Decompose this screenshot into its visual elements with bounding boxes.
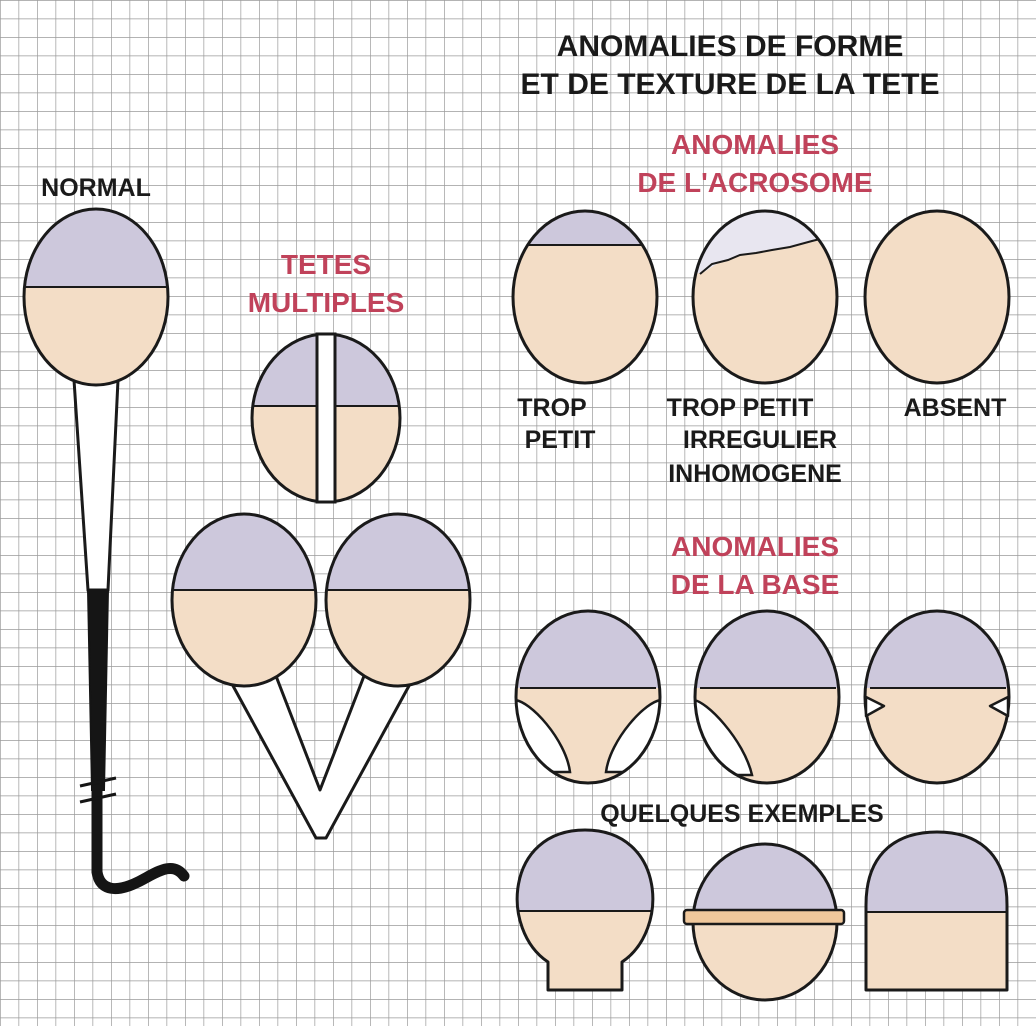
example-head-2-band bbox=[682, 908, 846, 926]
label-irregulier: IRREGULIER bbox=[683, 426, 837, 454]
normal-tail bbox=[86, 589, 110, 791]
label-trop: TROP bbox=[517, 394, 586, 422]
title-line-1: ANOMALIES DE FORME bbox=[557, 30, 904, 63]
examples-label: QUELQUES EXEMPLES bbox=[600, 800, 883, 828]
break-mark-2 bbox=[79, 792, 117, 804]
label-absent: ABSENT bbox=[904, 394, 1007, 422]
split-divider bbox=[315, 332, 337, 504]
label-trop-petit: TROP PETIT bbox=[667, 394, 814, 422]
normal-tail-end bbox=[91, 784, 190, 894]
acrosome-heading-2: DE L'ACROSOME bbox=[637, 167, 872, 198]
break-mark-1 bbox=[79, 776, 117, 788]
example-head-3 bbox=[864, 830, 1009, 992]
example-head-1 bbox=[515, 828, 655, 992]
acrosome-heading-1: ANOMALIES bbox=[671, 129, 839, 160]
label-petit: PETIT bbox=[525, 426, 596, 454]
base-heading-2: DE LA BASE bbox=[671, 569, 840, 600]
notch-right bbox=[988, 695, 1010, 718]
multiple-heads-heading-1: TETES bbox=[281, 249, 371, 280]
base-heading-1: ANOMALIES bbox=[671, 531, 839, 562]
acrosome-absent-head bbox=[863, 209, 1011, 385]
label-inhomogene: INHOMOGENE bbox=[668, 460, 842, 488]
twin-head-right bbox=[324, 512, 472, 688]
twin-head-left bbox=[170, 512, 318, 688]
notch-left bbox=[864, 695, 886, 718]
multiple-heads-heading-2: MULTIPLES bbox=[248, 287, 405, 318]
acrosome-too-small-head bbox=[511, 209, 659, 385]
normal-head bbox=[22, 207, 170, 387]
title-line-2: ET DE TEXTURE DE LA TETE bbox=[521, 68, 940, 101]
normal-label: NORMAL bbox=[41, 174, 151, 202]
